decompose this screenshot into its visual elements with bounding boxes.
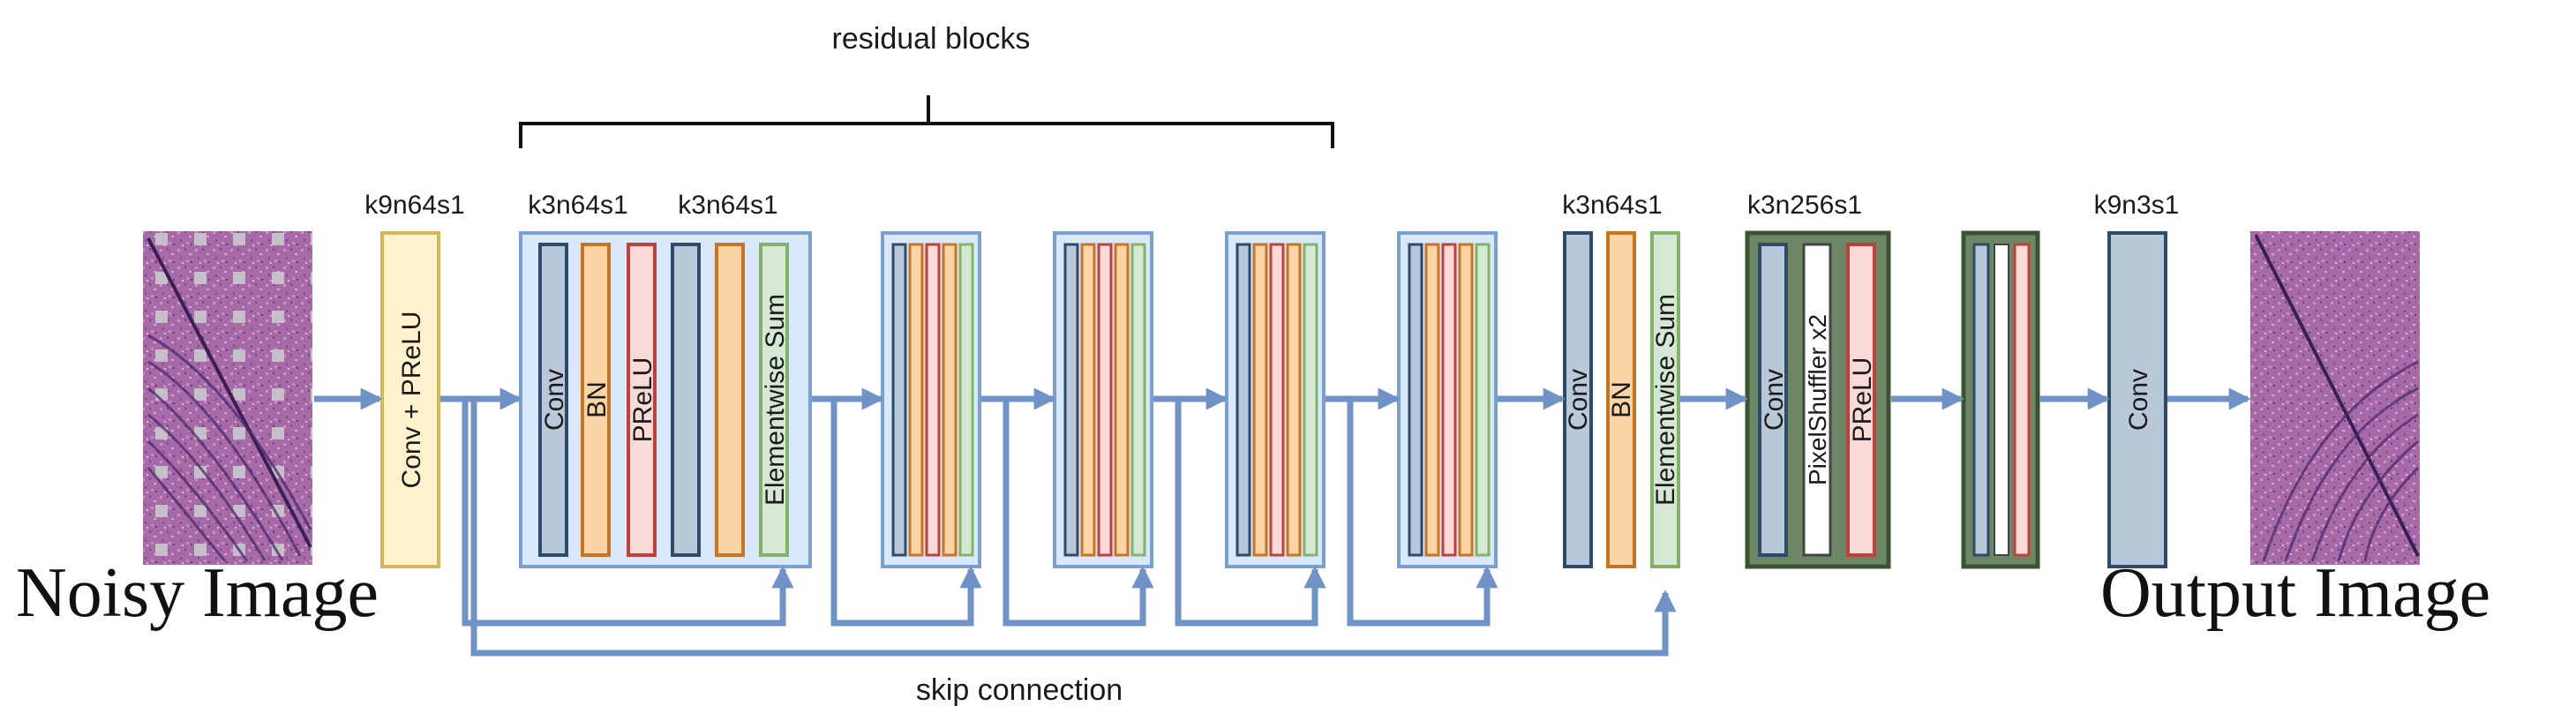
- up-conv-label: Conv: [1760, 369, 1789, 431]
- rb-prelu: [627, 243, 657, 557]
- residual-shortcut-arrows: [462, 399, 1498, 627]
- residual-block-4: [1225, 231, 1326, 568]
- post-conv-layer: [1563, 231, 1593, 568]
- post-sum-label: Elementwise Sum: [1651, 294, 1680, 506]
- rb-bn-2: [715, 243, 745, 557]
- first-conv-prelu-layer: [380, 231, 440, 568]
- skip-connection-arrow: [470, 399, 1677, 657]
- noisy-image-label: Noisy Image: [16, 554, 379, 632]
- residual-block-2: [881, 231, 981, 568]
- upsample-block-2: [1961, 230, 2040, 569]
- pixel-shuffler-label: PixelShuffler x2: [1804, 314, 1831, 485]
- rb-elementwise-sum: [759, 243, 789, 557]
- up-prelu-layer: [1846, 243, 1876, 557]
- skip-connection-label: skip connection: [916, 673, 1123, 707]
- up-conv-layer: [1758, 243, 1788, 557]
- rb-bn-1: [581, 243, 611, 557]
- first-conv-prelu-label: Conv + PReLU: [397, 312, 426, 489]
- param-post-conv: k3n64s1: [1562, 191, 1662, 220]
- param-final-conv: k9n3s1: [2094, 191, 2180, 220]
- residual-block-5: [1397, 231, 1498, 568]
- residual-block-3: [1053, 231, 1153, 568]
- post-bn-label: BN: [1607, 381, 1636, 418]
- post-bn-layer: [1606, 231, 1636, 568]
- rb-bn-label: BN: [582, 381, 612, 418]
- rb-conv-1: [538, 243, 568, 557]
- rb-prelu-label: PReLU: [628, 357, 657, 443]
- post-elementwise-sum-layer: [1650, 231, 1680, 568]
- residual-block-1: Conv BN PReLU Elementwise Sum: [519, 231, 812, 568]
- final-conv-label: Conv: [2124, 369, 2153, 431]
- rb-conv-label: Conv: [540, 369, 569, 431]
- rb-conv-2: [671, 243, 701, 557]
- pixel-shuffler-layer: [1802, 243, 1832, 557]
- param-first-conv: k9n64s1: [364, 191, 464, 220]
- final-conv-layer: [2107, 231, 2167, 568]
- residual-blocks-bracket: [519, 95, 1334, 148]
- param-upsample-conv: k3n256s1: [1747, 191, 1862, 220]
- post-conv-label: Conv: [1564, 369, 1593, 431]
- output-image-thumbnail: [2250, 231, 2420, 565]
- noisy-image-thumbnail: [143, 231, 312, 565]
- residual-blocks-title: residual blocks: [832, 22, 1031, 56]
- param-block-conv2: k3n64s1: [678, 191, 777, 220]
- rb-sum-label: Elementwise Sum: [761, 294, 790, 506]
- up-prelu-label: PReLU: [1848, 357, 1877, 443]
- upsample-block-1: Conv PixelShuffler x2 PReLU: [1745, 230, 1891, 569]
- param-block-conv1: k3n64s1: [528, 191, 627, 220]
